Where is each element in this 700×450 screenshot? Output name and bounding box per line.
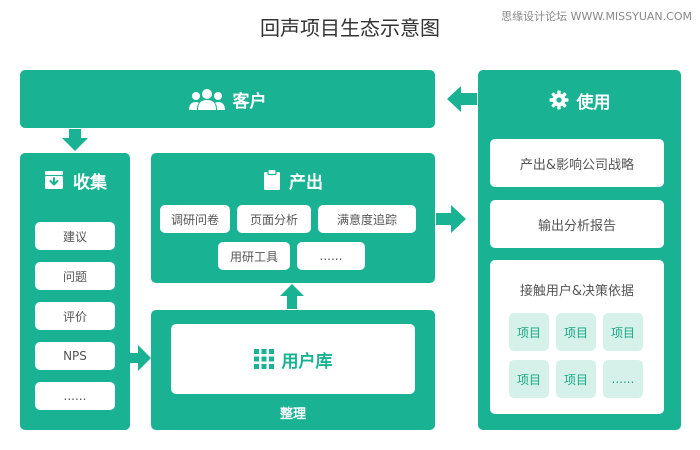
arrow-customer-to-collect xyxy=(62,129,88,151)
grid-icon xyxy=(253,349,274,369)
watermark: 思缘设计论坛 WWW.MISSYUAN.COM xyxy=(501,10,692,23)
collect-header: 收集 xyxy=(20,160,130,200)
users-icon xyxy=(188,89,225,110)
library-label: 用户库 xyxy=(281,351,333,372)
arrow-usage-to-customer xyxy=(447,86,477,112)
customer-header: 客户 xyxy=(20,70,435,128)
collect-item: NPS xyxy=(35,342,115,370)
gear-icon xyxy=(549,90,568,110)
usage-item: 输出分析报告 xyxy=(490,200,664,248)
output-header: 产出 xyxy=(151,162,435,198)
collect-item: ...... xyxy=(35,382,115,410)
usage-header: 使用 xyxy=(478,78,681,122)
basis-item: 项目 xyxy=(509,313,549,351)
usage-item: 产出&影响公司战略 xyxy=(490,139,664,187)
output-item: 页面分析 xyxy=(237,205,311,233)
collect-item: 建议 xyxy=(35,222,115,250)
collect-item: 评价 xyxy=(35,302,115,330)
output-item: ...... xyxy=(297,242,365,270)
basis-item: 项目 xyxy=(509,360,549,398)
basis-item: 项目 xyxy=(603,313,643,351)
arrow-library-to-output xyxy=(280,284,304,309)
customer-label: 客户 xyxy=(232,91,267,112)
arrow-output-to-usage xyxy=(436,205,466,233)
output-item: 调研问卷 xyxy=(160,205,230,233)
library-header: 用户库 xyxy=(171,324,415,394)
arrow-collect-to-library xyxy=(130,345,151,371)
output-label: 产出 xyxy=(289,172,323,193)
output-item: 满意度追踪 xyxy=(318,205,416,233)
basis-label: 接触用户&决策依据 xyxy=(519,284,635,299)
collect-label: 收集 xyxy=(73,172,107,193)
basis-item: 项目 xyxy=(556,313,596,351)
library-card xyxy=(171,324,415,394)
library-caption: 整理 xyxy=(279,407,306,422)
output-item: 用研工具 xyxy=(218,242,290,270)
collect-item: 问题 xyxy=(35,262,115,290)
clipboard-icon xyxy=(264,169,280,190)
basis-item: ...... xyxy=(603,360,643,398)
page-title: 回声项目生态示意图 xyxy=(260,16,440,40)
inbox-icon xyxy=(45,171,63,189)
usage-label: 使用 xyxy=(576,92,611,113)
customer-bar xyxy=(20,70,435,128)
basis-item: 项目 xyxy=(556,360,596,398)
